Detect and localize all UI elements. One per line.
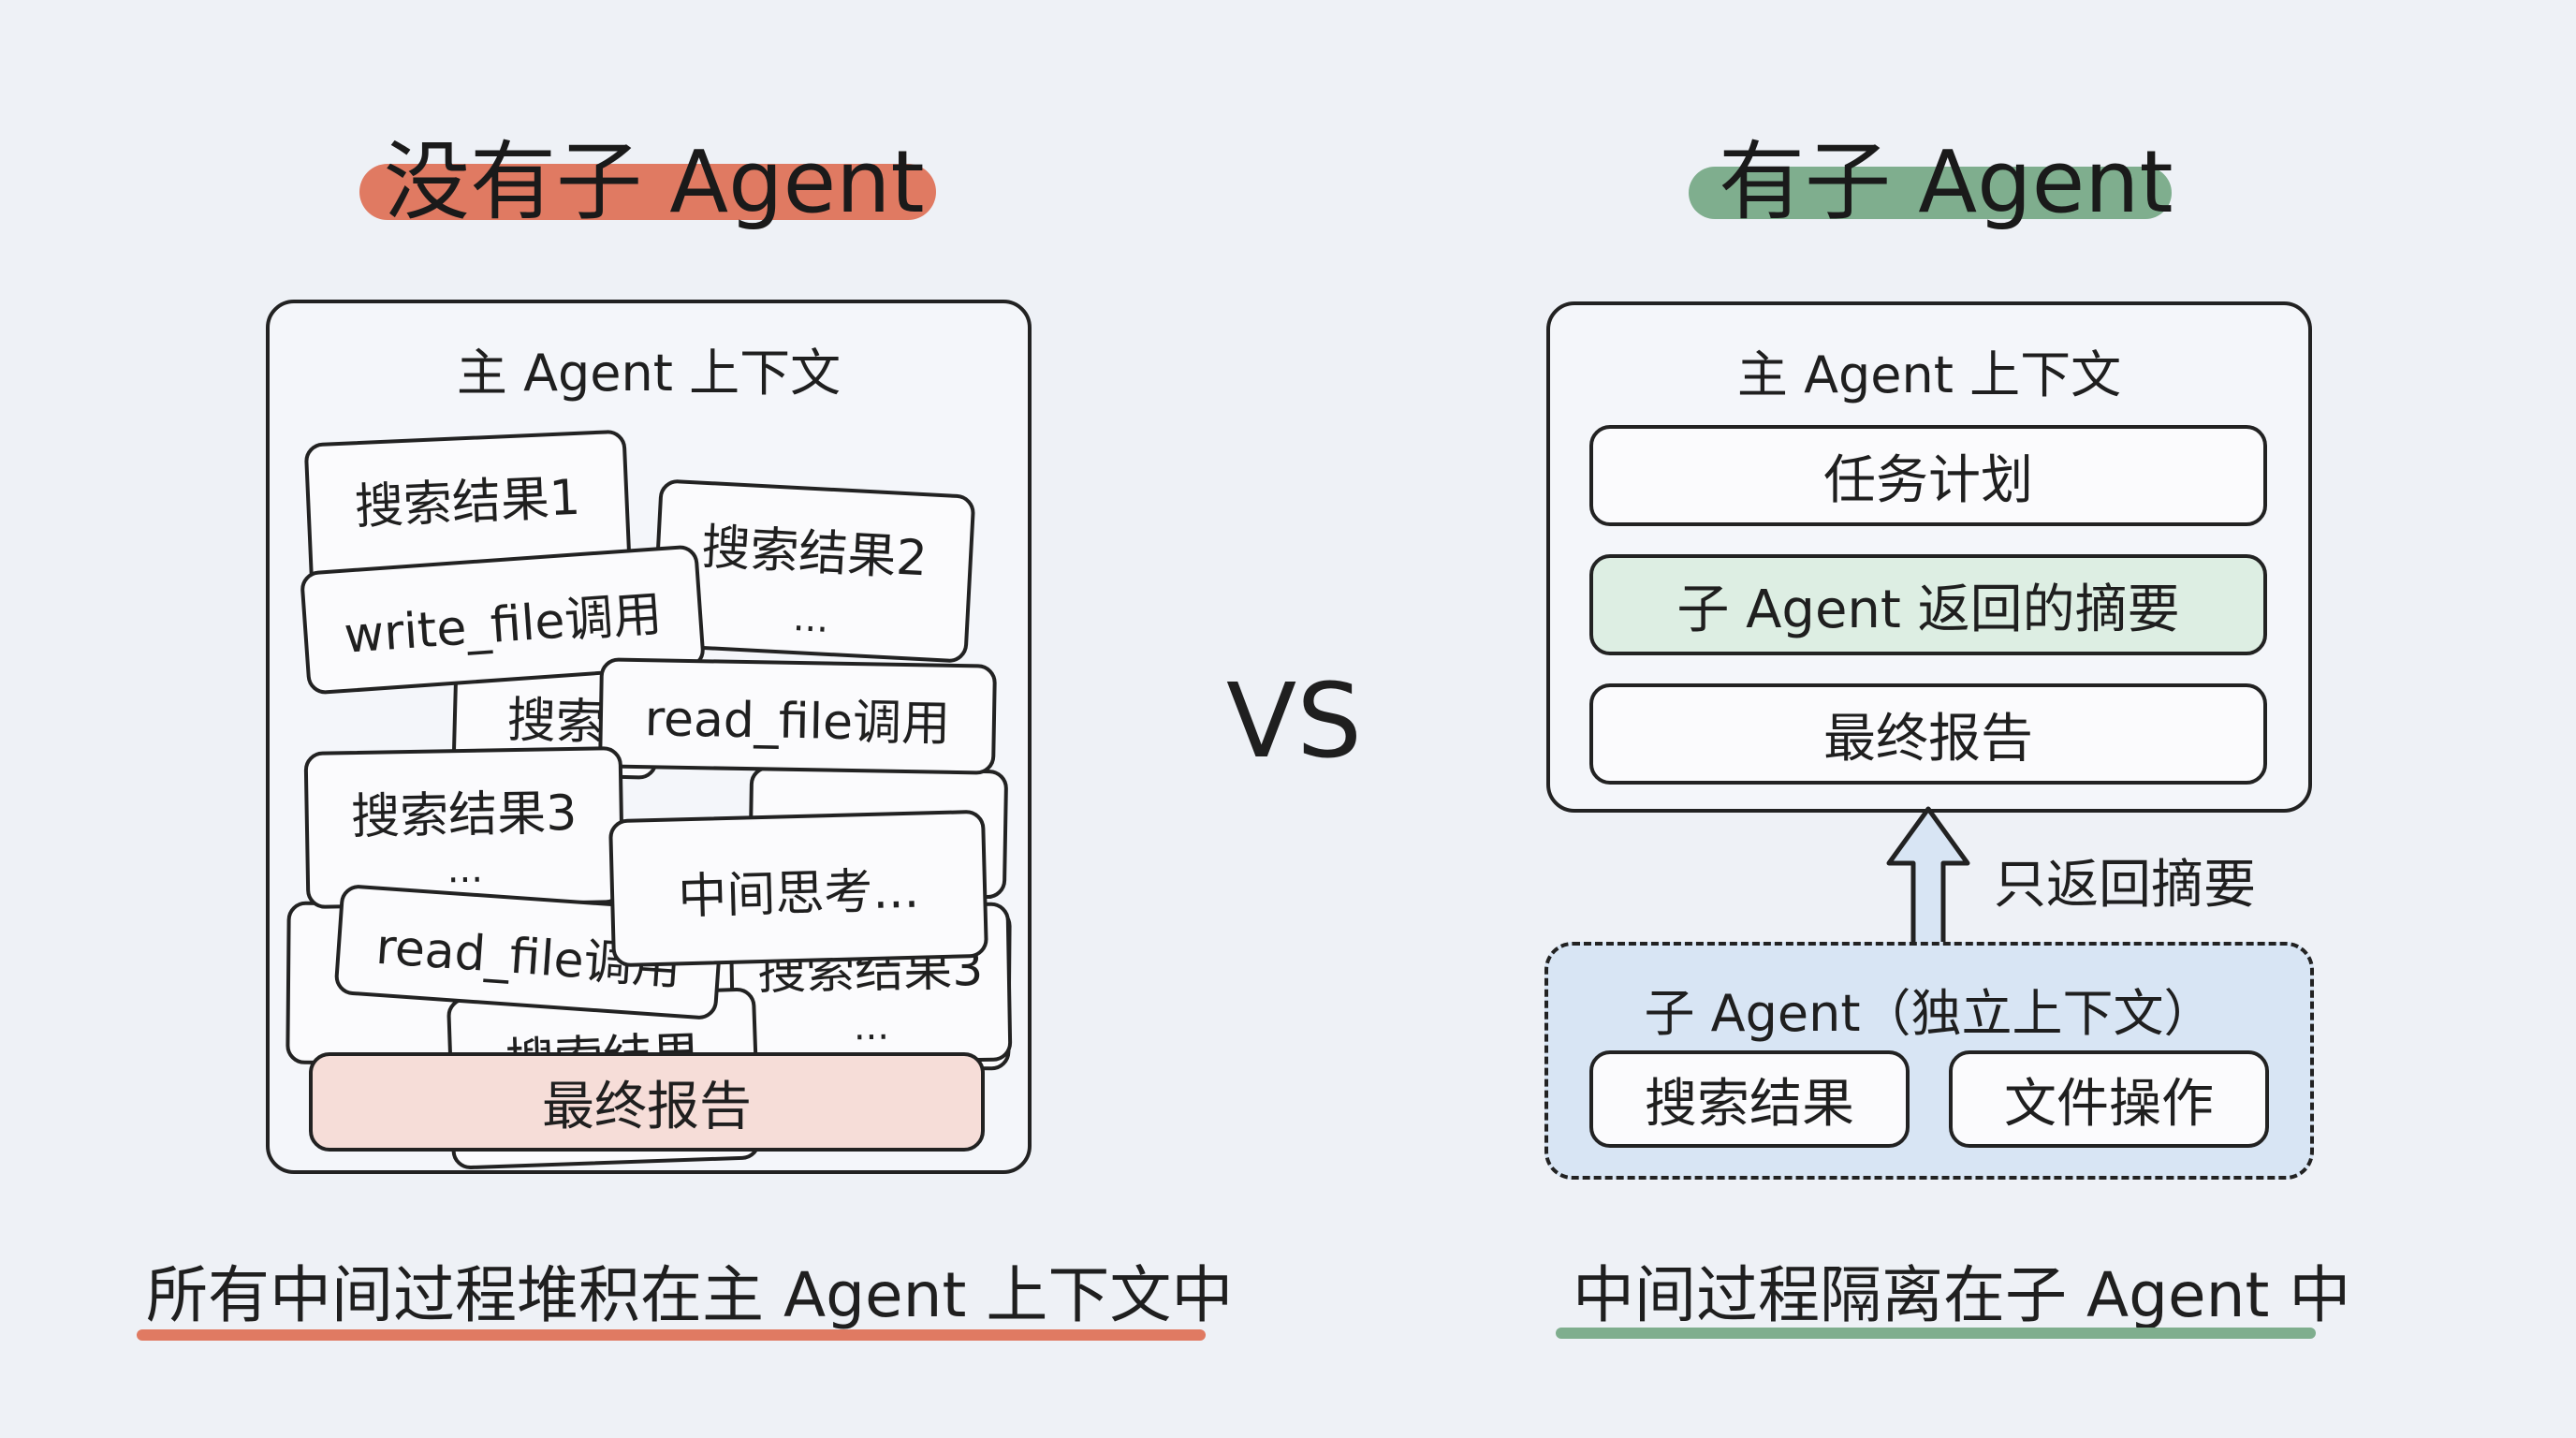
subagent-label: 子 Agent（独立上下文） bbox=[1644, 984, 2215, 1043]
final-report-left: 最终报告 bbox=[309, 1052, 985, 1152]
caption-right-underline bbox=[1556, 1328, 2316, 1339]
card-search-result-3-label: 搜索结果3 bbox=[350, 785, 578, 846]
card-write-file-call-label: write_file调用 bbox=[342, 585, 665, 665]
subagent-file-operations-label: 文件操作 bbox=[2004, 1073, 2214, 1135]
card-search-result-3: 搜索结果3 ... bbox=[303, 746, 625, 909]
final-report-right-label: 最终报告 bbox=[1823, 708, 2033, 770]
card-search-result-1-label: 搜索结果1 bbox=[353, 469, 582, 536]
card-read-file-call-1-label: read_file调用 bbox=[644, 690, 951, 753]
subagent-search-results-label: 搜索结果 bbox=[1645, 1073, 1854, 1135]
card-read-file-call-1: read_file调用 bbox=[598, 657, 997, 775]
final-report-left-label: 最终报告 bbox=[542, 1076, 752, 1137]
arrow-label: 只返回摘要 bbox=[1994, 855, 2256, 916]
task-plan-label: 任务计划 bbox=[1823, 449, 2033, 511]
subagent-search-results: 搜索结果 bbox=[1589, 1050, 1910, 1148]
caption-left: 所有中间过程堆积在主 Agent 上下文中 bbox=[146, 1259, 1234, 1331]
subagent-summary-item: 子 Agent 返回的摘要 bbox=[1589, 554, 2267, 655]
subagent-file-operations: 文件操作 bbox=[1949, 1050, 2269, 1148]
card-search-partial-label: 搜索 bbox=[506, 692, 606, 752]
caption-left-underline bbox=[137, 1329, 1206, 1341]
card-intermediate-thinking-label: 中间思考... bbox=[677, 862, 920, 925]
card-search-result-2-label: 搜索结果2 bbox=[700, 519, 929, 588]
card-intermediate-thinking: 中间思考... bbox=[608, 809, 988, 968]
vs-label: VS bbox=[1226, 661, 1363, 781]
final-report-right: 最终报告 bbox=[1589, 683, 2267, 785]
subagent-summary-label: 子 Agent 返回的摘要 bbox=[1676, 579, 2180, 640]
card-dots: ... bbox=[853, 1005, 890, 1049]
right-title-highlight bbox=[1689, 167, 2172, 219]
right-title: 有子 Agent bbox=[1719, 132, 2174, 232]
up-arrow-icon bbox=[1886, 806, 1970, 944]
task-plan-item: 任务计划 bbox=[1589, 425, 2267, 526]
panel-label-left: 主 Agent 上下文 bbox=[456, 344, 842, 403]
panel-label-right: 主 Agent 上下文 bbox=[1736, 345, 2122, 404]
left-title: 没有子 Agent bbox=[384, 132, 925, 232]
caption-right: 中间过程隔离在子 Agent 中 bbox=[1573, 1259, 2351, 1331]
left-title-highlight bbox=[359, 164, 936, 220]
